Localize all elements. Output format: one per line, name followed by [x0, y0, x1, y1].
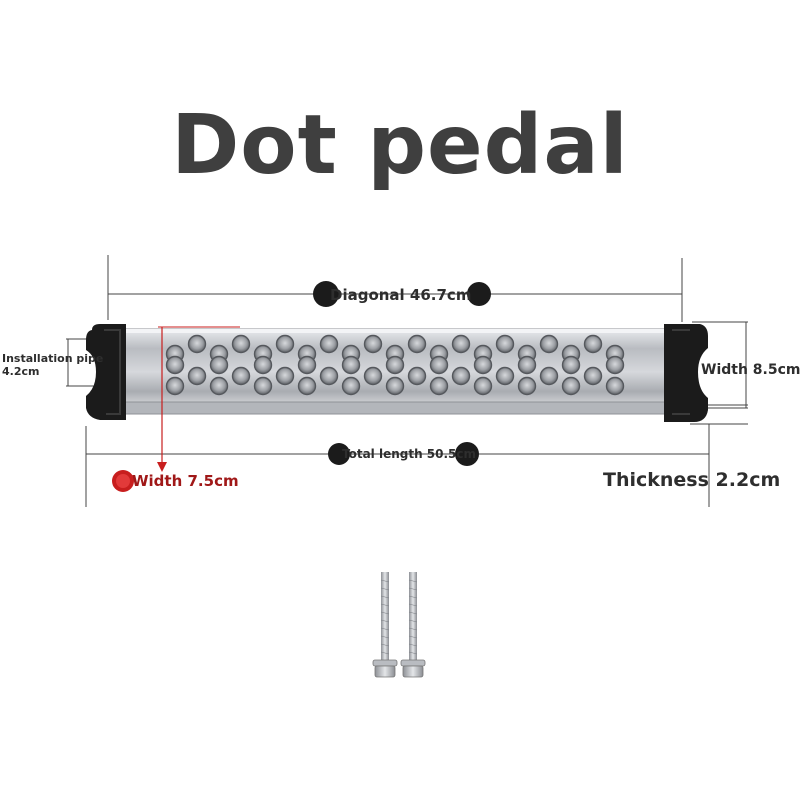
thickness-label: Thickness 2.2cm	[603, 469, 781, 491]
pedal-hole	[297, 355, 317, 375]
pedal-hole	[187, 334, 207, 354]
width-inner-label: Width 7.5cm	[132, 472, 239, 490]
pedal-hole	[605, 376, 625, 396]
width-outer-label: Width 8.5cm	[701, 362, 800, 378]
pedal-hole	[275, 334, 295, 354]
pedal-hole	[253, 376, 273, 396]
end-cap-right	[664, 324, 708, 422]
pedal-hole	[209, 355, 229, 375]
pedal-hole	[429, 376, 449, 396]
installation-pipe-label: Installation pipe 4.2cm	[2, 352, 103, 378]
pedal-hole	[231, 366, 251, 386]
pedal-hole	[495, 366, 515, 386]
pedal-hole	[319, 334, 339, 354]
pedal-hole	[231, 334, 251, 354]
pedal-hole	[209, 376, 229, 396]
pedal-hole	[539, 334, 559, 354]
pedal-hole	[429, 355, 449, 375]
pedal-hole	[583, 334, 603, 354]
installation-pipe-line-2: 4.2cm	[2, 365, 40, 378]
pedal-hole	[275, 366, 295, 386]
pedal-hole	[473, 376, 493, 396]
pedal-hole	[583, 366, 603, 386]
pedal-hole	[451, 366, 471, 386]
pedal-hole	[253, 355, 273, 375]
pedal-hole	[451, 334, 471, 354]
pedal-hole	[517, 376, 537, 396]
pedal-hole	[187, 366, 207, 386]
pedal-hole	[341, 376, 361, 396]
diagonal-label: Diagonal 46.7cm	[330, 286, 472, 304]
bolt-icon	[372, 572, 398, 678]
pedal-hole	[407, 334, 427, 354]
pedal-hole	[473, 355, 493, 375]
installation-pipe-line-1: Installation pipe	[2, 352, 104, 365]
pedal-hole	[385, 355, 405, 375]
pedal	[86, 324, 708, 422]
dimension-markers	[313, 281, 491, 466]
pedal-hole	[319, 366, 339, 386]
pedal-hole	[363, 334, 383, 354]
pedal-hole	[385, 376, 405, 396]
width-marker	[112, 326, 240, 492]
total-length-label: Total length 50.5cm	[342, 447, 477, 461]
pedal-hole	[605, 355, 625, 375]
end-cap-left	[86, 324, 126, 420]
pedal-hole	[539, 366, 559, 386]
pedal-hole	[561, 376, 581, 396]
dimension-lines	[66, 255, 748, 507]
pedal-hole	[165, 355, 185, 375]
pedal-hole	[165, 376, 185, 396]
pedal-hole	[407, 366, 427, 386]
product-title: Dot pedal	[171, 98, 629, 193]
hole-pattern	[165, 334, 625, 396]
pedal-hole	[297, 376, 317, 396]
pedal-hole	[363, 366, 383, 386]
pedal-hole	[495, 334, 515, 354]
pedal-hole	[561, 355, 581, 375]
pedal-hole	[341, 355, 361, 375]
pedal-hole	[517, 355, 537, 375]
bolt-icon	[400, 572, 426, 678]
